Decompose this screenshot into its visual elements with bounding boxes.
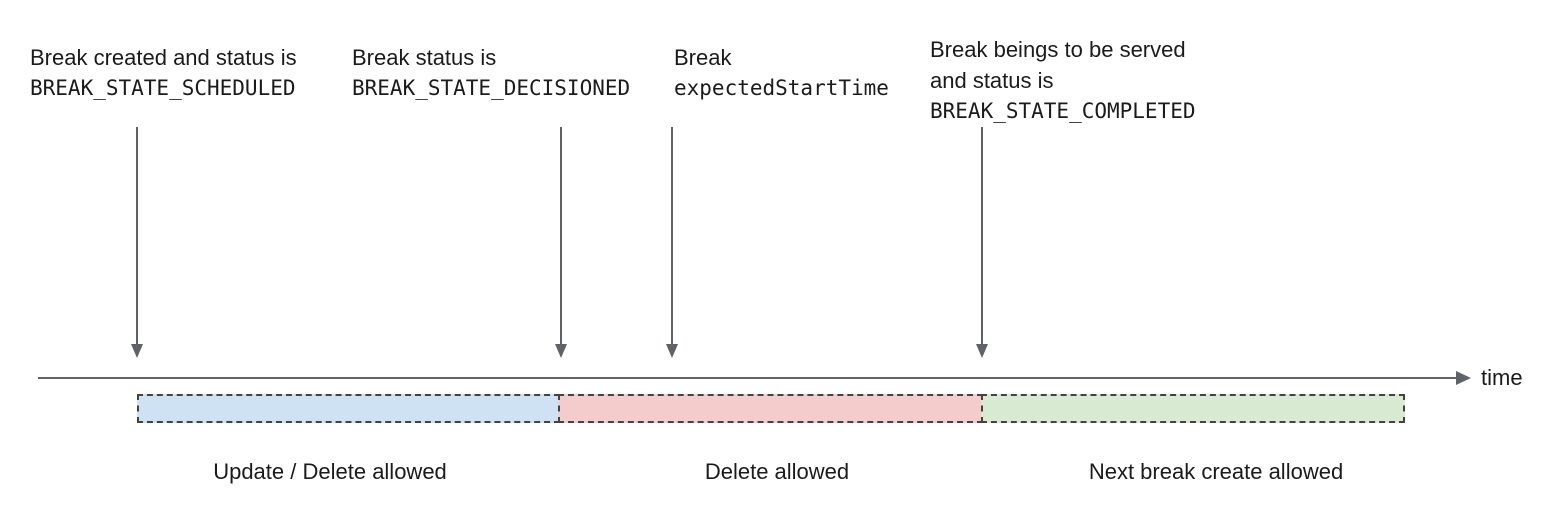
down-arrow-icon xyxy=(555,127,567,358)
annotation-break-scheduled: Break created and status is BREAK_STATE_… xyxy=(30,42,297,104)
time-axis-label: time xyxy=(1481,365,1523,390)
segment-next-break-create-allowed xyxy=(981,394,1405,423)
segment-label: Delete allowed xyxy=(704,459,850,484)
segment-label: Update / Delete allowed xyxy=(213,459,447,484)
segment-delete-allowed xyxy=(558,394,983,423)
arrowhead-icon xyxy=(976,344,988,358)
down-arrow-icon xyxy=(976,127,988,358)
annotation-text: and status is xyxy=(930,68,1054,93)
annotation-break-decisioned: Break status is BREAK_STATE_DECISIONED xyxy=(352,42,630,104)
segment-update-delete-allowed xyxy=(137,394,560,423)
annotation-code: BREAK_STATE_SCHEDULED xyxy=(30,76,296,100)
annotation-text: Break beings to be served xyxy=(930,37,1186,62)
annotation-break-completed: Break beings to be served and status is … xyxy=(930,34,1196,127)
arrowhead-icon xyxy=(666,344,678,358)
annotation-text: Break created and status is xyxy=(30,45,297,70)
arrow-shaft xyxy=(981,127,983,344)
annotation-expected-start-time: Break expectedStartTime xyxy=(674,42,889,104)
arrow-shaft xyxy=(671,127,673,344)
down-arrow-icon xyxy=(666,127,678,358)
arrow-shaft xyxy=(560,127,562,344)
annotation-code: BREAK_STATE_COMPLETED xyxy=(930,99,1196,123)
annotation-text: Break xyxy=(674,45,732,70)
annotation-code: expectedStartTime xyxy=(674,76,889,100)
break-phase-bar xyxy=(137,394,1405,423)
arrow-shaft xyxy=(136,127,138,344)
down-arrow-icon xyxy=(131,127,143,358)
segment-label: Next break create allowed xyxy=(1088,459,1344,484)
time-axis xyxy=(38,377,1456,379)
annotation-code: BREAK_STATE_DECISIONED xyxy=(352,76,631,100)
annotation-text: Break status is xyxy=(352,45,497,70)
arrowhead-icon xyxy=(555,344,567,358)
time-axis-arrowhead-icon xyxy=(1456,371,1471,385)
arrowhead-icon xyxy=(131,344,143,358)
